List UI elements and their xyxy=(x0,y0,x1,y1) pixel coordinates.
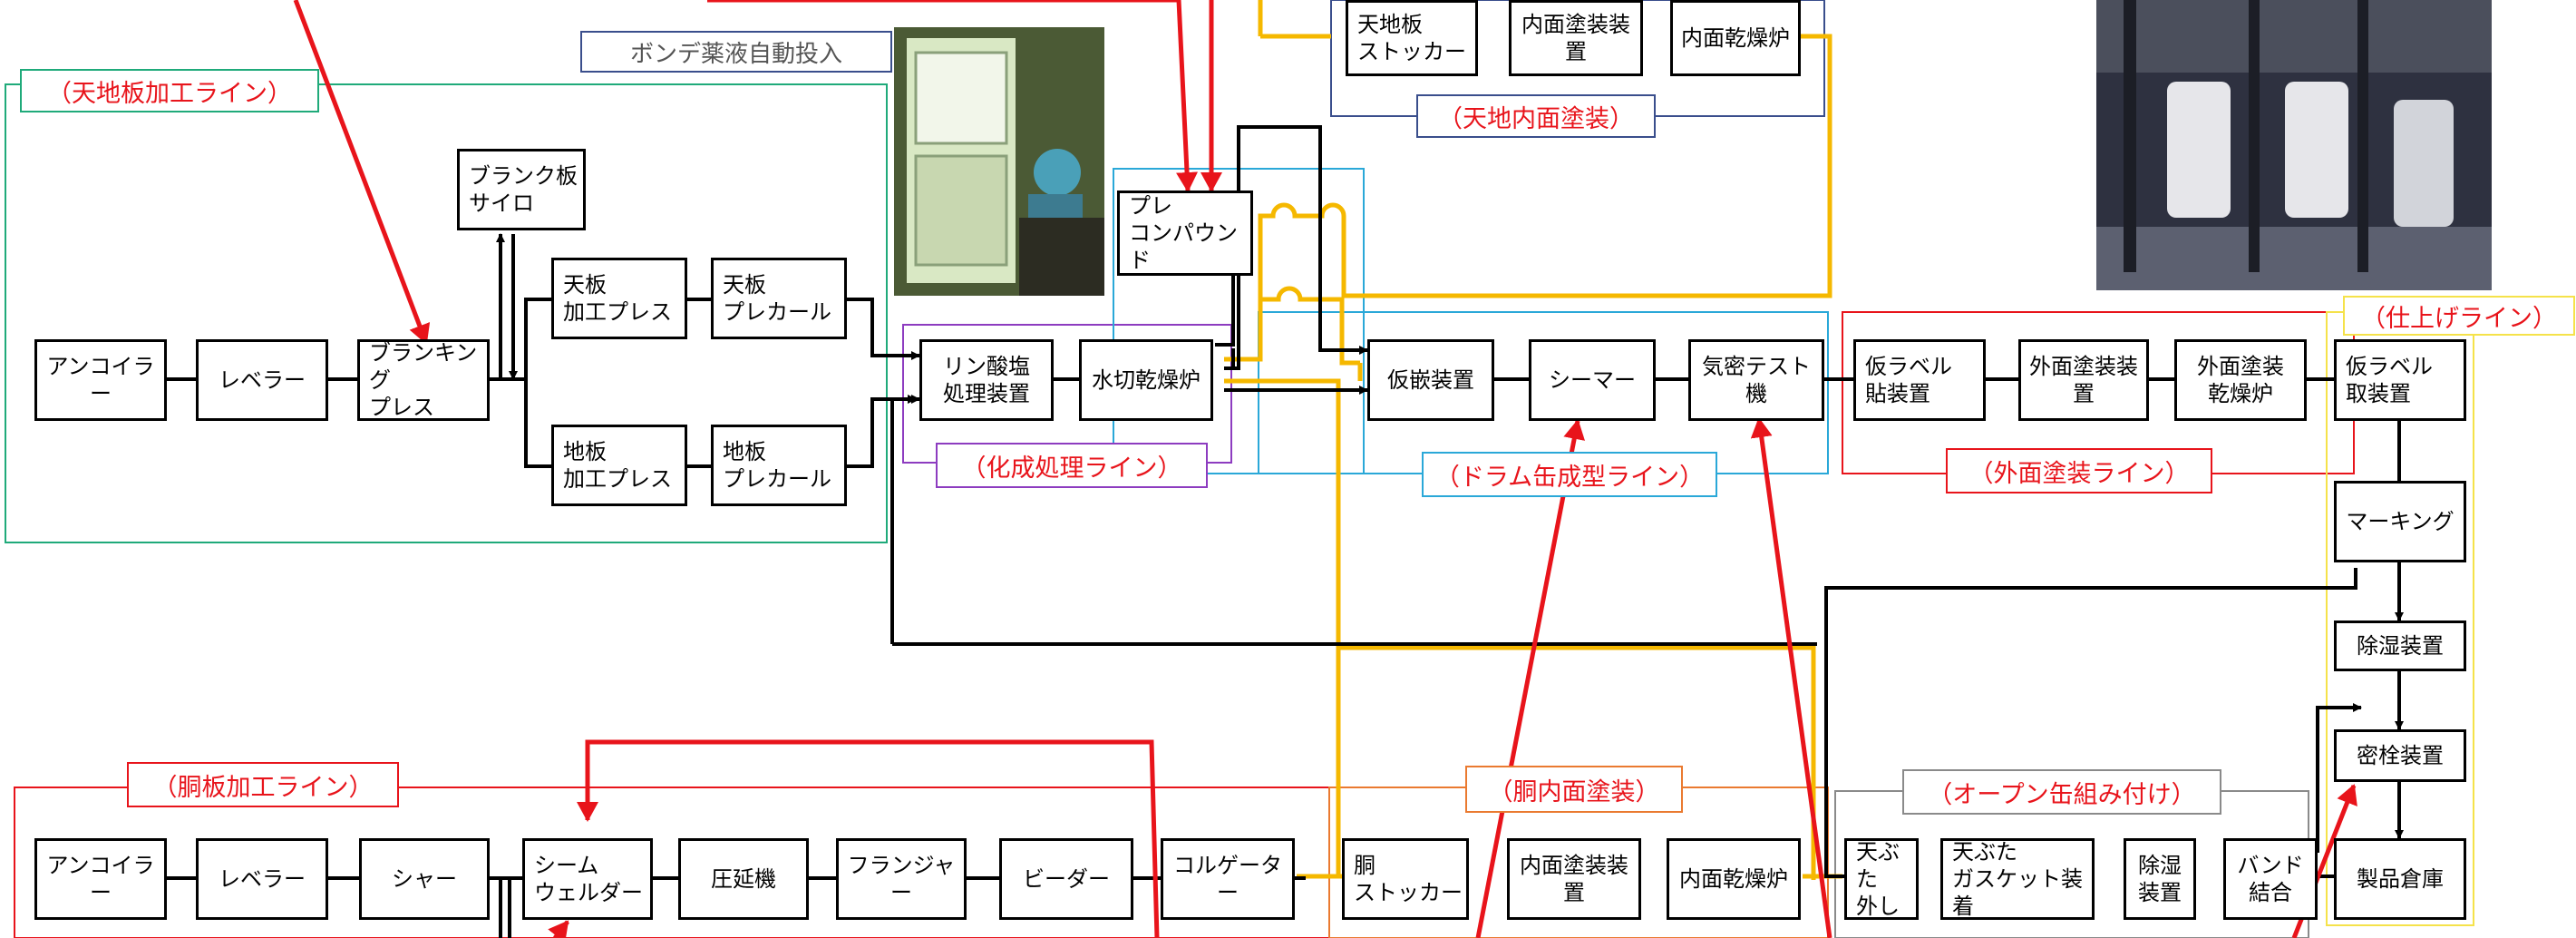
bonde-label: ボンデ薬液自動投入 xyxy=(580,31,892,73)
lid-remove-box: 天ぶた 外し xyxy=(1844,838,1919,920)
airtest-box: 気密テスト機 xyxy=(1688,339,1824,421)
body-coating-label: （胴内面塗装） xyxy=(1465,766,1683,813)
seamer-box: シーマー xyxy=(1529,339,1656,421)
tenchi-line-label: （天地板加工ライン） xyxy=(20,69,319,112)
tenchi-stocker-box: 天地板 ストッカー xyxy=(1346,0,1478,76)
label-remove-box: 仮ラベル 取装置 xyxy=(2334,339,2466,421)
shear-box: シャー xyxy=(359,838,490,920)
blanking-press-box: ブランキング プレス xyxy=(357,339,490,421)
tenchi-uncoiler-box: アンコイラー xyxy=(34,339,167,421)
dehumid-box: 除湿装置 xyxy=(2334,620,2466,671)
body-uncoiler-box: アンコイラー xyxy=(34,838,167,920)
body-coater-box: 内面塗装装置 xyxy=(1507,838,1641,920)
seam-welder-box: シーム ウェルダー xyxy=(522,838,653,920)
drain-dryer-box: 水切乾燥炉 xyxy=(1079,339,1213,421)
tenchi-dryer-box: 内面乾燥炉 xyxy=(1670,0,1801,76)
phosphate-box: リン酸塩 処理装置 xyxy=(919,339,1054,421)
chemical-line-label: （化成処理ライン） xyxy=(936,443,1208,488)
top-precurl-box: 天板 プレカール xyxy=(711,258,847,339)
flanger-box: フランジャー xyxy=(836,838,967,920)
bonde-photo xyxy=(894,27,1104,296)
label-apply-box: 仮ラベル 貼装置 xyxy=(1853,339,1986,421)
body-line-label: （胴板加工ライン） xyxy=(127,762,399,807)
tenchi-line-frame xyxy=(5,83,888,543)
tenchi-leveler-box: レベラー xyxy=(196,339,328,421)
warehouse-box: 製品倉庫 xyxy=(2334,838,2466,920)
body-dryer-box: 内面乾燥炉 xyxy=(1667,838,1801,920)
blank-silo-box: ブランク板 サイロ xyxy=(457,149,586,230)
beader-box: ビーダー xyxy=(999,838,1133,920)
pre-compound-box: プレ コンパウンド xyxy=(1117,191,1253,276)
factory-photo xyxy=(2096,0,2492,290)
outer-line-label: （外面塗装ライン） xyxy=(1946,448,2212,493)
body-stocker-box: 胴 ストッカー xyxy=(1342,838,1469,920)
finish-line-label: （仕上げライン） xyxy=(2343,296,2575,336)
bottom-press-box: 地板 加工プレス xyxy=(551,425,687,506)
tenchi-coater-box: 内面塗装装置 xyxy=(1509,0,1643,76)
tenchi-coating-label: （天地内面塗装） xyxy=(1416,94,1656,138)
bottom-precurl-box: 地板 プレカール xyxy=(711,425,847,506)
outer-dryer-box: 外面塗装 乾燥炉 xyxy=(2174,339,2307,421)
gasket-box: 天ぶた ガスケット装着 xyxy=(1940,838,2095,920)
band-box: バンド 結合 xyxy=(2223,838,2318,920)
open-line-label: （オープン缶組み付け） xyxy=(1902,769,2221,815)
corrugator-box: コルゲーター xyxy=(1161,838,1295,920)
roller-box: 圧延機 xyxy=(678,838,809,920)
top-press-box: 天板 加工プレス xyxy=(551,258,687,339)
tack-box: 仮嵌装置 xyxy=(1367,339,1494,421)
drum-line-label: （ドラム缶成型ライン） xyxy=(1422,452,1717,497)
plug-box: 密栓装置 xyxy=(2334,729,2466,782)
body-leveler-box: レベラー xyxy=(196,838,328,920)
outer-coater-box: 外面塗装装置 xyxy=(2018,339,2149,421)
dehumid2-box: 除湿 装置 xyxy=(2124,838,2196,920)
marking-box: マーキング xyxy=(2334,481,2466,562)
